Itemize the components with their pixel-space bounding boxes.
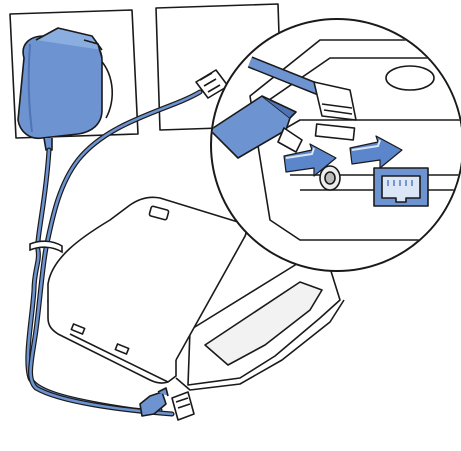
base-station — [47, 196, 345, 391]
phone-jack-icon — [373, 167, 429, 207]
zoom-detail-circle — [210, 18, 461, 272]
insert-arrow-left — [283, 143, 337, 177]
base-plugs — [139, 387, 195, 421]
insert-arrow-right — [349, 135, 403, 169]
power-adapter-icon — [17, 27, 103, 151]
cable-break-marks — [29, 240, 63, 254]
phone-cable — [28, 89, 203, 417]
